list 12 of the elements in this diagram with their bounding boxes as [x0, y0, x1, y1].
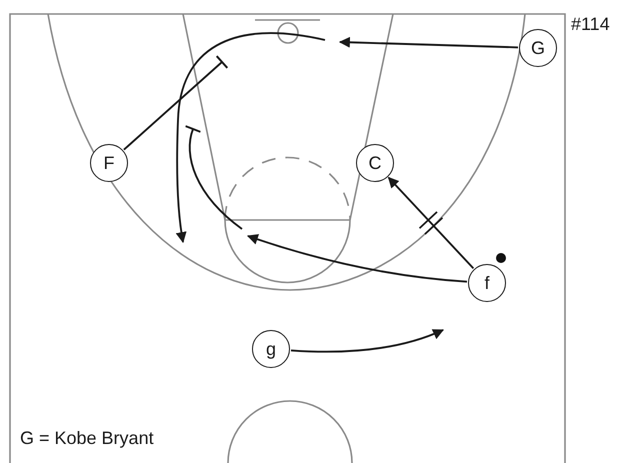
player-circle: f: [468, 264, 506, 302]
movement-arrow: [338, 36, 518, 48]
player-circle: F: [90, 144, 128, 182]
player-circle: g: [252, 330, 290, 368]
note-text: #114: [571, 14, 610, 35]
player-circle: C: [356, 144, 394, 182]
screen-line: [123, 55, 228, 150]
player-circle: G: [519, 29, 557, 67]
movement-arrow: [246, 234, 468, 283]
movement-arrow: [290, 328, 444, 353]
note-text: G = Kobe Bryant: [20, 428, 154, 449]
movement-arrow: [388, 176, 474, 270]
